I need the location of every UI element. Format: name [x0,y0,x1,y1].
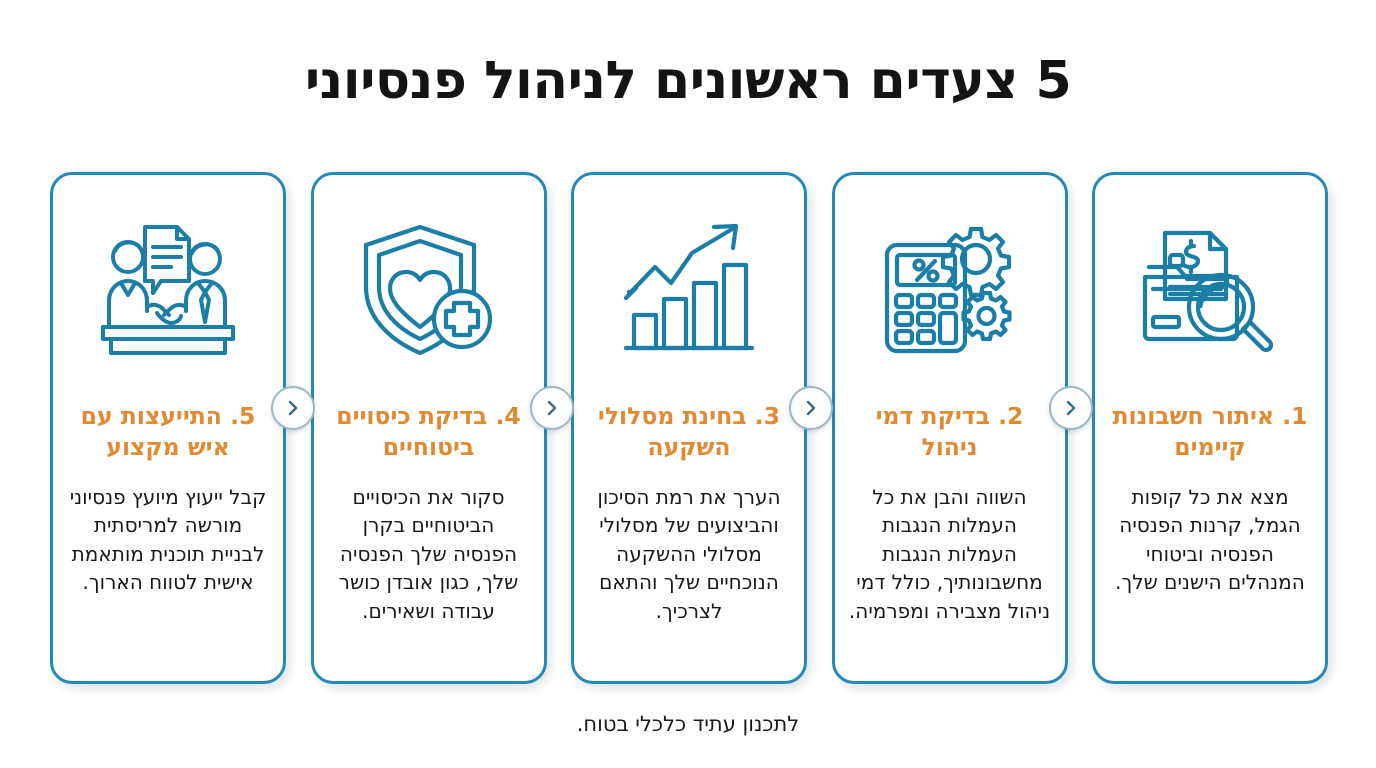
step-card-3[interactable]: 3. בחינת מסלולי השקעה הערך את רמת הסיכון… [571,172,807,684]
chevron-right-icon [789,386,833,430]
document-folder-search-icon [1132,211,1288,369]
steps-container: 1. איתור חשבונות קיימים מצא את כל קופות … [50,172,1328,684]
step-heading: 3. בחינת מסלולי השקעה [597,402,781,462]
step-body: קבל ייעוץ מיועץ פנסיוני מורשה למריסתית ל… [69,485,267,595]
growth-bar-chart-arrow-icon [611,211,767,369]
chevron-right-icon [1049,386,1093,430]
step-body: השווה והבן את כל העמלות הנגבות העמלות הנ… [848,485,1051,623]
step-body: מצא את כל קופות הגמל, קרנות הפנסיה הפנסי… [1115,485,1305,595]
shield-heart-medical-icon [351,211,507,369]
step-body: סקור את הכיסויים הביטוחיים בקרן הפנסיה ש… [338,485,519,623]
step-card-4[interactable]: 4. בדיקת כיסויים ביטוחיים סקור את הכיסוי… [310,172,547,684]
step-card-5[interactable]: 5. התייעצות עם איש מקצוע קבל ייעוץ מיועץ… [50,172,286,684]
step-heading: 4. בדיקת כיסויים ביטוחיים [336,402,521,462]
step-body: הערך את רמת הסיכון והביצועים של מסלולי מ… [597,485,781,623]
step-heading: 5. התייעצות עם איש מקצוע [80,402,256,462]
footer-tagline: לתכנון עתיד כלכלי בטוח. [576,712,800,736]
step-card-1[interactable]: 1. איתור חשבונות קיימים מצא את כל קופות … [1092,172,1328,684]
calculator-gears-icon [872,211,1028,369]
page-title: 5 צעדים ראשונים לניהול פנסיוני [304,51,1072,111]
chevron-right-icon [271,386,315,430]
handshake-consultation-icon [90,211,246,369]
step-heading: 2. בדיקת דמי ניהול [875,402,1024,462]
step-card-2[interactable]: 2. בדיקת דמי ניהול השווה והבן את כל העמל… [831,172,1068,684]
chevron-right-icon [530,386,574,430]
step-heading: 1. איתור חשבונות קיימים [1112,402,1308,462]
